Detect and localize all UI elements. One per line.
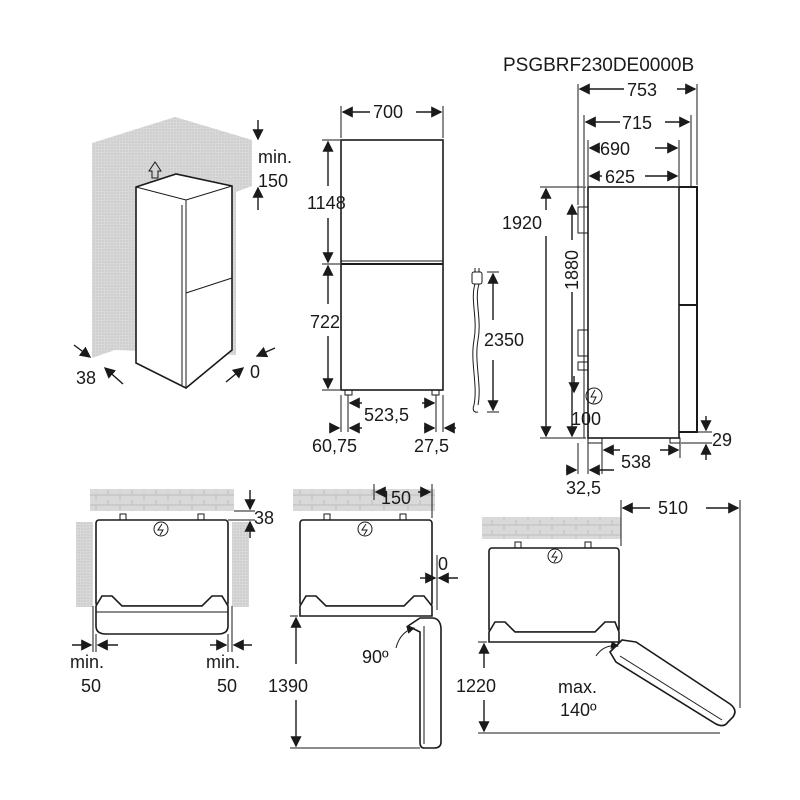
angle-max-label-1: max. <box>558 677 597 697</box>
side-cabinet <box>587 186 680 439</box>
width-90-label: 1390 <box>268 676 308 696</box>
min-right-label-1: min. <box>206 652 240 672</box>
left-gap-label: 38 <box>76 368 96 388</box>
cabinet-height-label: 1880 <box>562 250 582 290</box>
rear-offset-label: 32,5 <box>566 478 601 498</box>
top-clearance-label-1: min. <box>258 147 292 167</box>
top-clearance-label-2: 150 <box>258 171 288 191</box>
plinth-height-label: 29 <box>712 430 732 450</box>
model-number: PSGBRF230DE0000B <box>503 55 694 76</box>
depth-open-label: 510 <box>658 498 688 518</box>
front-view: 700 1148 722 523,5 60,75 27,5 <box>307 102 456 456</box>
side-zero-label: 0 <box>438 554 448 574</box>
front-width-label: 700 <box>373 102 403 122</box>
angle-max-label-2: 140º <box>560 700 597 720</box>
hinge-offset-label: 150 <box>381 488 411 508</box>
plan2-body <box>299 519 433 607</box>
socket-icon <box>357 521 373 537</box>
plan3-body <box>488 547 620 633</box>
freezer-height-label: 1148 <box>307 193 346 213</box>
min-left-label-2: 50 <box>81 676 101 696</box>
depth-625-label: 625 <box>605 167 635 187</box>
right-gap-label: 0 <box>250 362 260 382</box>
min-right-label-2: 50 <box>217 676 237 696</box>
right-offset-label: 27,5 <box>414 436 449 456</box>
plan-view-clearance: 38 min. 50 min. 50 <box>70 489 274 696</box>
cable-length-label: 2350 <box>484 330 524 350</box>
depth-690-label: 690 <box>600 139 630 159</box>
socket-icon <box>153 521 169 537</box>
plan1-wall <box>90 489 234 511</box>
plan3-wall <box>482 517 621 539</box>
arrow-up-icon <box>148 161 162 179</box>
feet-span-label: 523,5 <box>364 405 409 425</box>
plug-icon <box>471 268 483 285</box>
side-view: 753 715 690 625 1920 1880 100 29 538 <box>502 80 732 498</box>
socket-icon <box>585 387 603 405</box>
feet-depth-label: 538 <box>621 452 651 472</box>
width-max-label: 1220 <box>456 676 496 696</box>
min-left-label-1: min. <box>70 652 104 672</box>
power-cable: 2350 <box>471 268 524 413</box>
plan-view-max: 510 1220 max. 140º <box>456 498 741 734</box>
plan2-wall <box>293 489 435 511</box>
socket-icon <box>547 548 563 564</box>
installation-3d-view: min. 150 38 0 <box>73 117 292 389</box>
plan1-body <box>95 519 229 607</box>
total-height-label: 1920 <box>502 213 542 233</box>
plan-view-90: 150 0 1390 90º <box>268 484 458 749</box>
depth-715-label: 715 <box>622 113 652 133</box>
left-offset-label: 60,75 <box>312 436 357 456</box>
socket-height-label: 100 <box>571 409 601 429</box>
fridge-height-label: 722 <box>310 312 340 332</box>
angle-90-label: 90º <box>362 647 389 667</box>
depth-753-label: 753 <box>627 80 657 100</box>
fridge-body <box>135 173 233 389</box>
rear-gap-label: 38 <box>254 508 274 528</box>
back-wall <box>175 117 252 186</box>
